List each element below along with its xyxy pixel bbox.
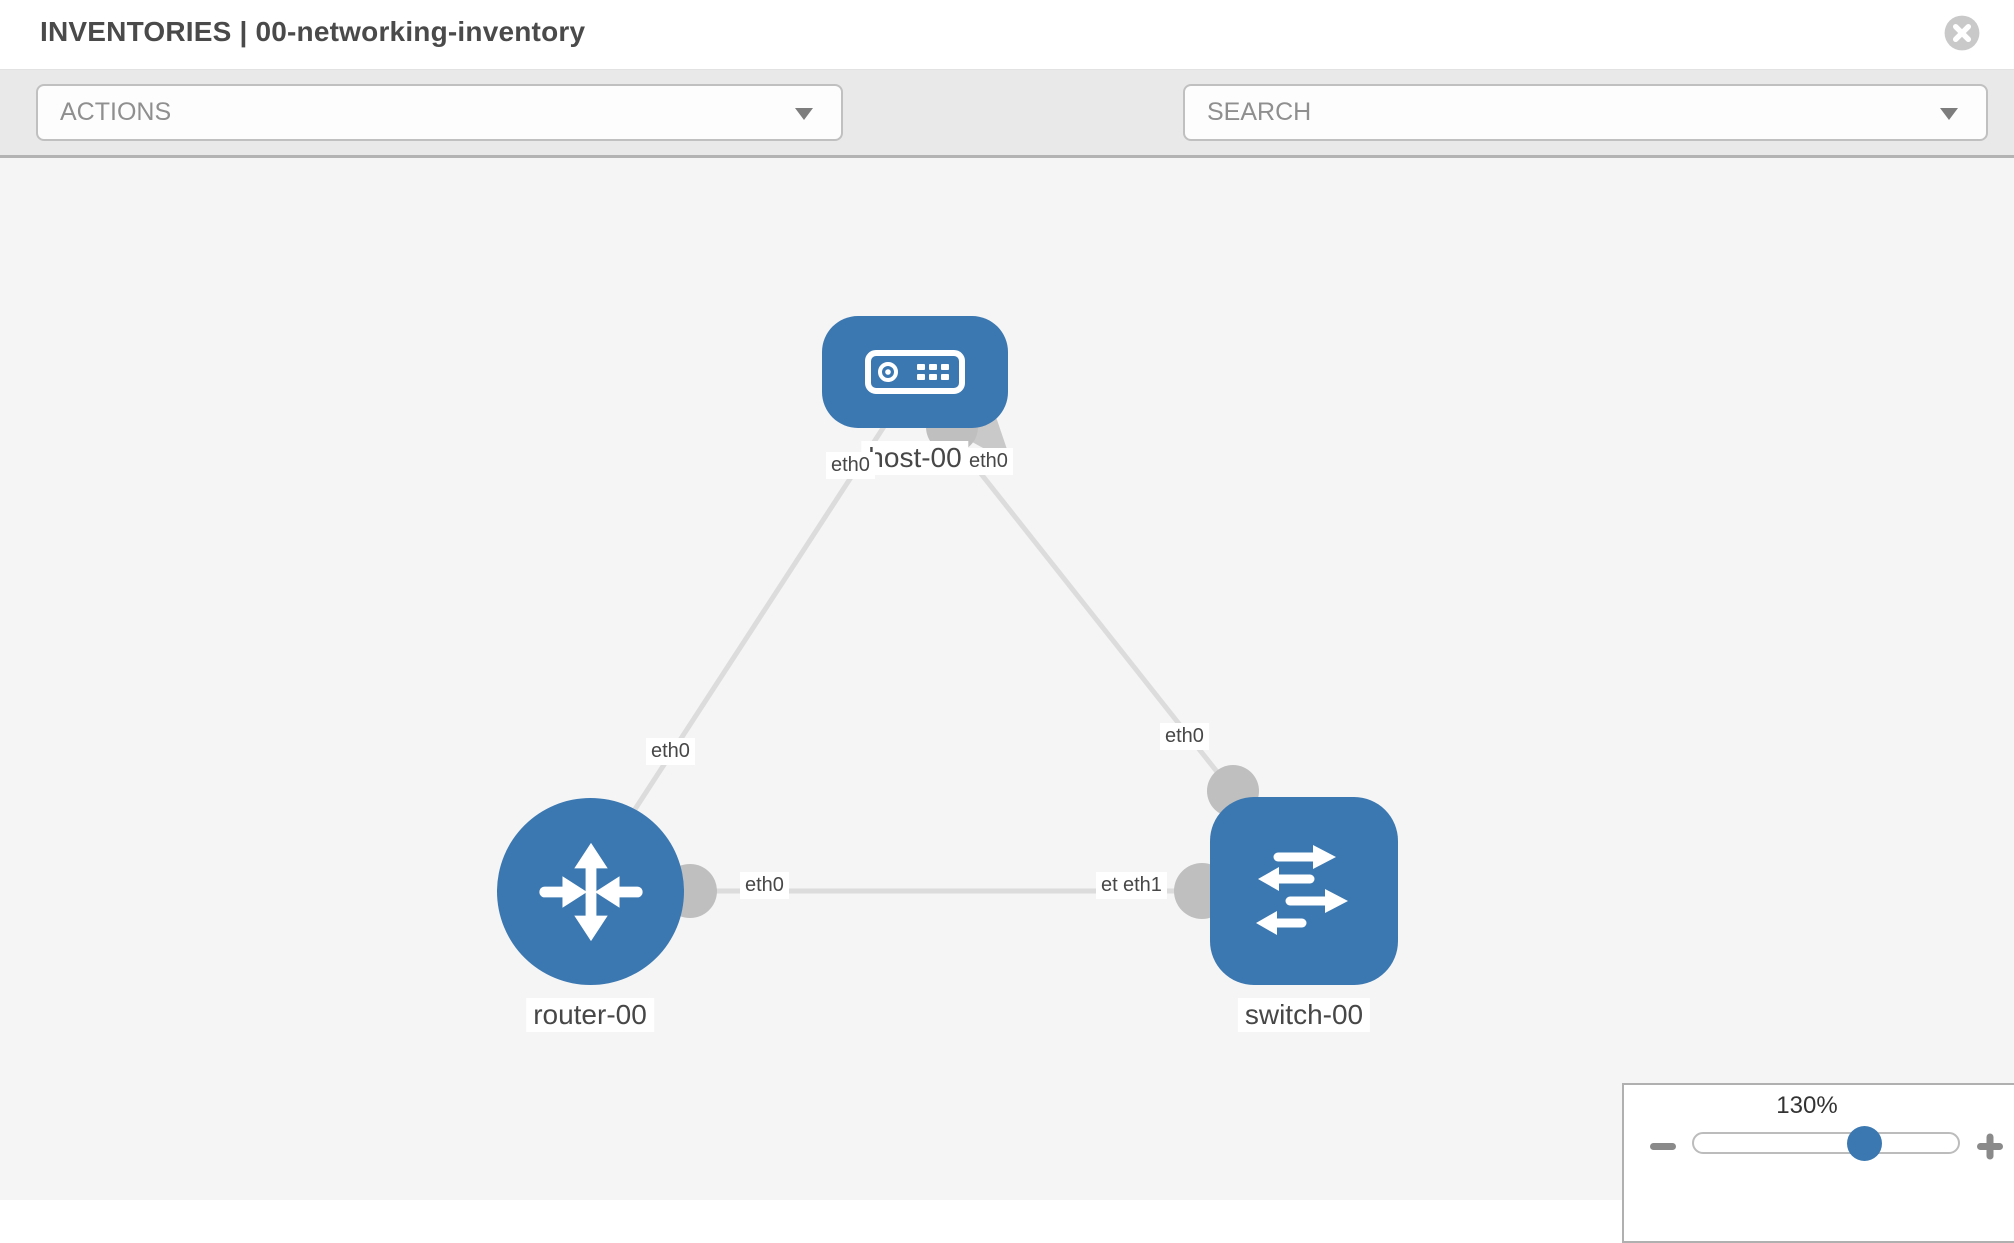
page-title: INVENTORIES | 00-networking-inventory	[40, 16, 586, 47]
topology-links-layer	[625, 401, 1259, 919]
node-label-router: router-00	[526, 998, 654, 1032]
search-dropdown	[1183, 84, 1988, 141]
node-label-switch: switch-00	[1237, 998, 1371, 1032]
plus-icon	[1977, 1133, 2003, 1160]
host-icon	[865, 350, 965, 394]
actions-dropdown-label: ACTIONS	[60, 98, 172, 126]
iface-label-host-switch: eth0	[964, 448, 1013, 475]
page-header: INVENTORIES | 00-networking-inventory	[0, 0, 2014, 70]
topology-canvas[interactable]: host-00 router-00 switch-00 eth0 eth0 et…	[0, 158, 2014, 1200]
node-router-00[interactable]	[497, 798, 684, 985]
toolbar: ACTIONS	[0, 70, 2014, 203]
node-switch-00[interactable]	[1210, 797, 1398, 985]
iface-label-switch-host: eth0	[1160, 723, 1209, 750]
router-icon	[538, 842, 643, 941]
zoom-slider-track[interactable]	[1692, 1132, 1960, 1154]
actions-dropdown[interactable]: ACTIONS	[36, 84, 843, 141]
close-icon	[1944, 15, 1980, 51]
zoom-slider-thumb[interactable]	[1846, 1126, 1882, 1161]
iface-label-host-router: eth0	[826, 452, 875, 479]
node-label-host: host-00	[861, 441, 969, 475]
iface-label-router-switch: eth0	[740, 872, 789, 899]
iface-label-router-host: eth0	[646, 738, 695, 765]
zoom-out-button[interactable]	[1645, 1129, 1681, 1165]
switch-icon	[1256, 845, 1348, 935]
search-input[interactable]	[1185, 86, 1986, 139]
iface-label-switch-router: eth1	[1118, 872, 1167, 899]
chevron-down-icon	[795, 108, 813, 120]
zoom-panel: 130%	[1622, 1083, 2014, 1243]
zoom-in-button[interactable]	[1972, 1129, 2008, 1165]
node-host-00[interactable]	[822, 316, 1008, 428]
minus-icon	[1650, 1143, 1676, 1150]
zoom-level-label: 130%	[1776, 1092, 1838, 1119]
close-button[interactable]	[1943, 14, 1981, 52]
chevron-down-icon	[1940, 108, 1958, 120]
